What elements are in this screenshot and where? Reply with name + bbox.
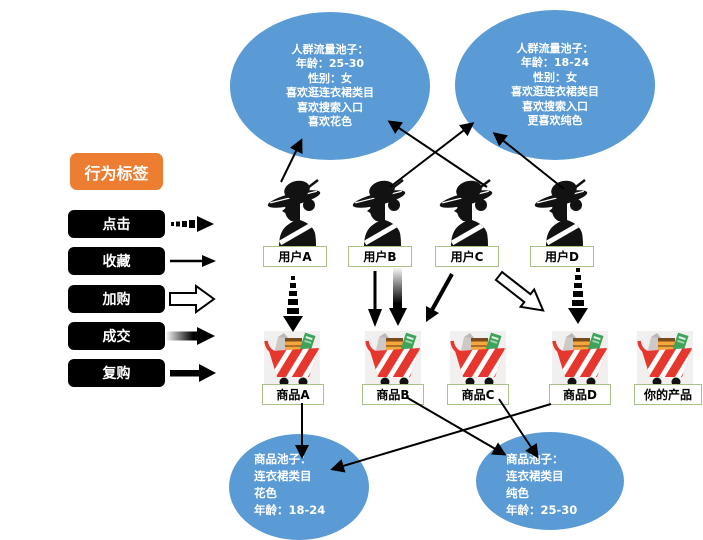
product-figure-c [449,330,507,388]
pool-line: 年龄：18-24 [254,503,326,517]
pool-line: 年龄：25-30 [506,503,578,517]
woman-with-hat-icon [264,178,326,246]
product-label-a: 商品A [262,384,324,405]
product-figure-yours [636,330,694,388]
pool-line: 人群流量池子： [291,42,369,56]
user-label-d: 用户D [530,246,594,267]
arrow-favorite-thin [170,255,216,267]
pool-line: 喜欢搜索入口 [297,100,363,114]
product-label-b: 商品B [362,384,424,405]
arrow-repurchase-thick [170,364,216,382]
user-figure-b [349,178,411,246]
pool-line: 年龄：25-30 [295,57,365,70]
pool-line: 连衣裙类目 [254,469,312,483]
pool-line: 花色 [254,486,277,500]
pool-line: 性别：女 [533,70,577,84]
shopping-cart-icon [449,330,507,388]
product-label-d: 商品D [549,384,611,405]
user-label-c: 用户C [435,246,499,267]
pool-line: 连衣裙类目 [506,469,564,483]
user-label-a: 用户A [263,246,327,267]
woman-with-hat-icon [531,178,593,246]
product-figure-b [364,330,422,388]
product-figure-a [263,330,321,388]
pool-line: 喜欢逛连衣裙类目 [511,85,599,98]
woman-with-hat-icon [436,178,498,246]
product-label-c: 商品C [447,384,509,405]
pool-line: 人群流量池子： [516,41,594,55]
arrow-click-dashed [171,216,214,232]
user-figure-c [436,178,498,246]
shopping-cart-icon [364,330,422,388]
pool-line: 性别：女 [308,71,352,85]
woman-with-hat-icon [349,178,411,246]
arrow-user-b-gradient [389,268,407,326]
arrow-add-to-cart-hollow [169,284,216,314]
audience-pool-1: 人群流量池子： 年龄：25-30 性别：女 喜欢逛连衣裙类目 喜欢搜索入口 喜欢… [230,12,430,160]
behavior-button-click: 点击 [68,210,165,238]
audience-pool-2: 人群流量池子： 年龄：18-24 性别：女 喜欢逛连衣裙类目 喜欢搜索入口 更喜… [455,10,655,160]
product-pool-1: 商品池子： 连衣裙类目 花色 年龄：18-24 [229,434,369,540]
product-label-yours: 你的产品 [634,384,702,405]
shopping-cart-icon [263,330,321,388]
pool-line: 商品池子： [254,452,312,466]
user-figure-a [264,178,326,246]
shopping-cart-icon [636,330,694,388]
pool-line: 喜欢逛连衣裙类目 [286,86,374,99]
behavior-button-repurchase: 复购 [68,359,165,387]
arrow-user-a-to-product-a [283,276,303,332]
arrow-product-b-to-pool-2 [405,396,507,456]
pool-line: 喜欢搜索入口 [522,99,588,113]
user-figure-d [531,178,593,246]
pool-line: 更喜欢纯色 [527,114,583,127]
product-pool-2: 商品池子： 连衣裙类目 纯色 年龄：25-30 [476,432,624,530]
pool-line: 商品池子： [506,452,564,466]
behavior-button-add-to-cart: 加购 [68,285,165,313]
arrow-user-d-to-product-d [568,268,588,324]
pool-line: 喜欢花色 [308,115,352,128]
arrow-user-c-to-product-d-hollow [494,270,545,312]
product-figure-d [551,330,609,388]
arrow-diagonal-to-product-b [426,273,454,322]
arrow-user-b-thin [368,271,382,327]
behavior-button-purchase: 成交 [68,322,165,350]
arrow-purchase-gradient [166,327,215,345]
behavior-tag-title: 行为标签 [70,153,163,190]
user-label-b: 用户B [348,246,412,267]
pool-line: 纯色 [506,486,529,500]
behavior-button-favorite: 收藏 [68,247,165,275]
shopping-cart-icon [551,330,609,388]
pool-line: 年龄：18-24 [520,56,590,69]
